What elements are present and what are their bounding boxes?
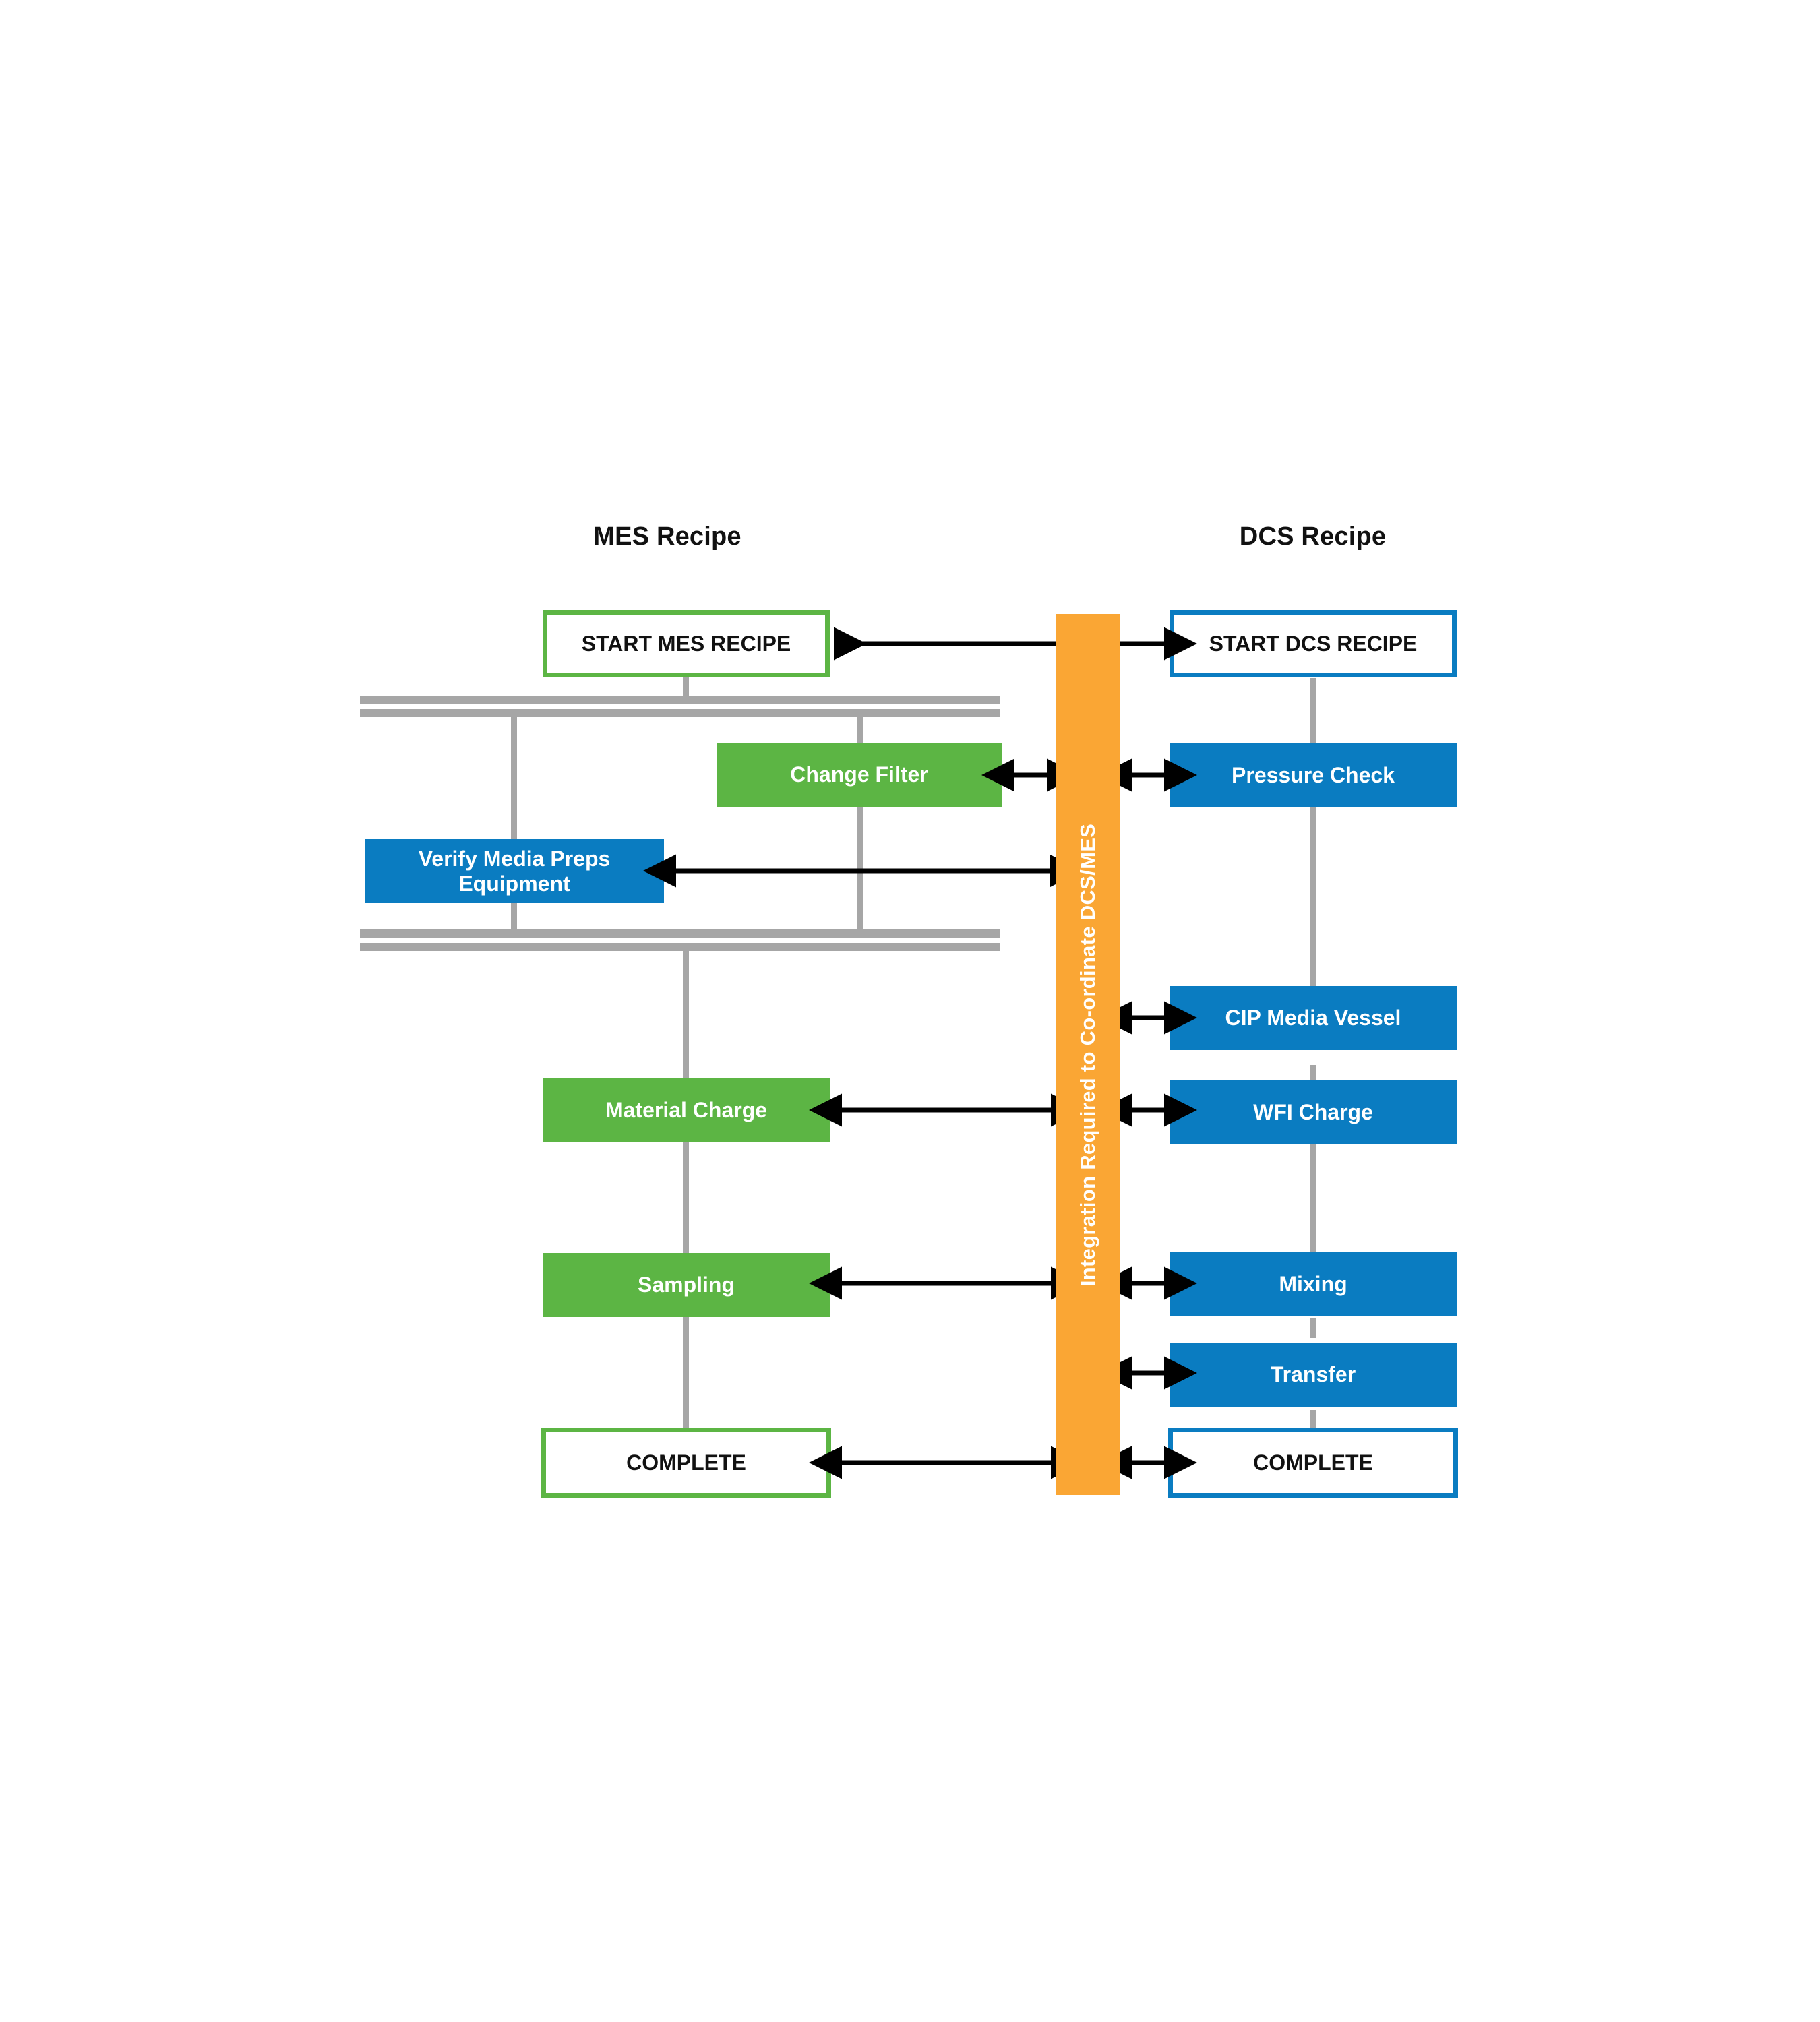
node-transfer[interactable]: Transfer <box>1170 1343 1457 1407</box>
lane-header-dcs: DCS Recipe <box>1239 522 1387 551</box>
fork-bar-top-lower <box>360 709 1000 717</box>
lane-header-mes: MES Recipe <box>593 522 741 551</box>
connector-sampling-to-complete <box>683 1317 689 1430</box>
fork-bar-bottom-upper <box>360 929 1000 938</box>
connector-material-charge-to-sampling <box>683 1142 689 1253</box>
arrow-bar-to-complete-dcs <box>1099 1446 1197 1479</box>
arrow-bar-to-start-dcs <box>1120 627 1197 661</box>
node-mixing[interactable]: Mixing <box>1170 1252 1457 1316</box>
node-material-charge[interactable]: Material Charge <box>543 1078 830 1142</box>
connector-pressure-check-to-cip <box>1310 806 1316 988</box>
node-label: Sampling <box>637 1273 735 1297</box>
arrow-bar-to-start-mes <box>834 627 1056 661</box>
arrow-change-filter-to-bar <box>981 758 1080 792</box>
node-label: COMPLETE <box>626 1450 746 1475</box>
node-label: CIP Media Vessel <box>1225 1006 1401 1031</box>
arrow-bar-to-mixing <box>1099 1266 1197 1300</box>
node-sampling[interactable]: Sampling <box>543 1253 830 1317</box>
integration-bar[interactable]: Integration Required to Co-ordinate DCS/… <box>1056 614 1120 1495</box>
node-label: Material Charge <box>605 1098 768 1123</box>
node-change-filter[interactable]: Change Filter <box>717 743 1002 807</box>
arrow-bar-to-transfer <box>1099 1356 1197 1390</box>
arrow-bar-to-pressure-check <box>1099 758 1197 792</box>
node-pressure-check[interactable]: Pressure Check <box>1170 743 1457 807</box>
connector-verify-media-to-join <box>511 902 517 931</box>
fork-bar-top-upper <box>360 696 1000 704</box>
connector-wfi-to-mixing <box>1310 1141 1316 1254</box>
integration-bar-label: Integration Required to Co-ordinate DCS/… <box>1076 823 1099 1286</box>
node-wfi-charge[interactable]: WFI Charge <box>1170 1080 1457 1144</box>
node-label: Change Filter <box>790 762 928 787</box>
arrow-bar-to-cip-media-vessel <box>1099 1001 1197 1035</box>
node-start-dcs-recipe[interactable]: START DCS RECIPE <box>1170 610 1457 677</box>
node-start-mes-recipe[interactable]: START MES RECIPE <box>543 610 830 677</box>
connector-mes-start-to-fork <box>683 674 689 698</box>
node-label: START MES RECIPE <box>581 631 791 656</box>
connector-cip-to-wfi <box>1310 1065 1316 1085</box>
fork-bar-bottom-lower <box>360 943 1000 951</box>
connector-fork-to-change-filter <box>857 716 863 745</box>
node-label: Transfer <box>1270 1362 1356 1387</box>
connector-mixing-to-transfer <box>1310 1318 1316 1338</box>
arrow-complete-mes-to-bar <box>809 1446 1084 1479</box>
node-complete-mes[interactable]: COMPLETE <box>541 1428 831 1498</box>
node-label: Mixing <box>1279 1272 1347 1297</box>
node-label: COMPLETE <box>1253 1450 1373 1475</box>
node-label: START DCS RECIPE <box>1209 631 1418 656</box>
arrow-material-charge-to-bar <box>809 1093 1084 1127</box>
arrow-verify-media-to-bar <box>643 854 1083 888</box>
node-cip-media-vessel[interactable]: CIP Media Vessel <box>1170 986 1457 1050</box>
arrow-bar-to-wfi-charge <box>1099 1093 1197 1127</box>
arrow-sampling-to-bar <box>809 1266 1084 1300</box>
node-label: WFI Charge <box>1253 1100 1373 1125</box>
node-complete-dcs[interactable]: COMPLETE <box>1168 1428 1458 1498</box>
node-label: Verify Media Preps Equipment <box>418 846 611 896</box>
connector-fork-to-verify-media <box>511 716 517 841</box>
node-label: Pressure Check <box>1232 763 1395 788</box>
connector-dcs-start-to-pressure-check <box>1310 678 1316 745</box>
node-verify-media-preps-equipment[interactable]: Verify Media Preps Equipment <box>365 839 664 903</box>
connector-transfer-to-complete <box>1310 1410 1316 1432</box>
connector-join-to-material-charge <box>683 950 689 1080</box>
